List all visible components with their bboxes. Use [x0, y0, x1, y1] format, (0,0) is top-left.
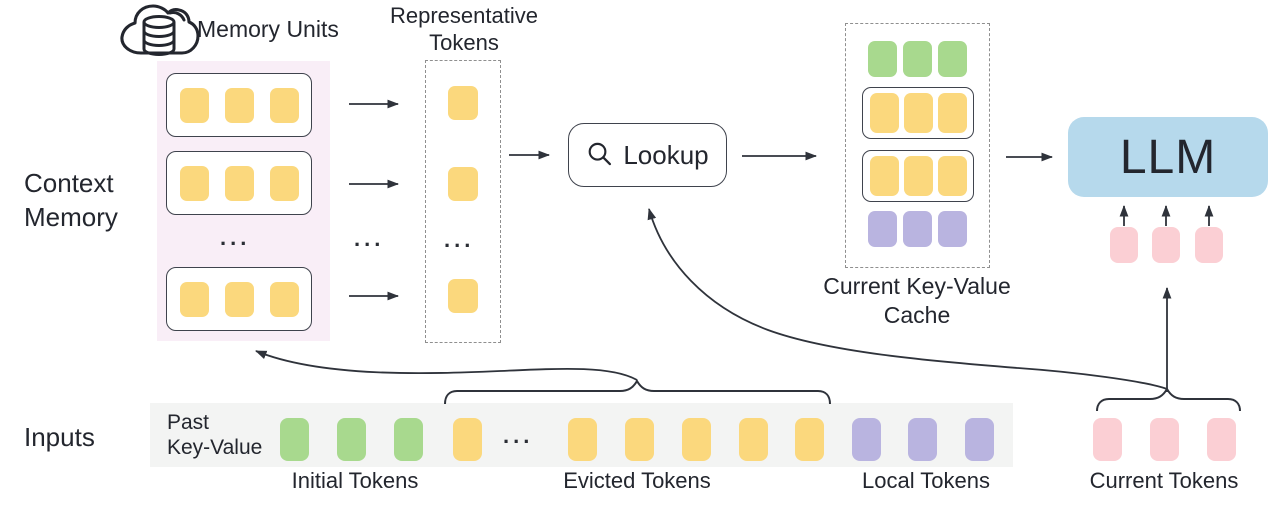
representative-ellipsis: ... [444, 227, 475, 252]
memory-unit [166, 267, 312, 331]
lookup-button: Lookup [568, 123, 727, 187]
evicted-token [568, 418, 597, 461]
memory-token [269, 87, 299, 123]
initial-token [337, 418, 366, 461]
context-memory-panel: ... [157, 61, 330, 341]
llm-input-token [1110, 227, 1138, 263]
representative-token [448, 86, 478, 120]
cache-memory-unit [862, 87, 974, 139]
representative-token [448, 279, 478, 313]
local-token [852, 418, 881, 461]
cache-local-row [868, 211, 967, 247]
current-tokens-label: Current Tokens [1089, 468, 1239, 493]
cache-initial-token [903, 41, 932, 77]
representative-tokens-label: Representative Tokens [390, 3, 538, 56]
cache-memory-token [937, 93, 967, 133]
cache-initial-row [868, 41, 967, 77]
initial-token [280, 418, 309, 461]
llm-box: LLM [1068, 117, 1268, 197]
cache-memory-token [903, 156, 933, 196]
past-key-value-label: Past Key-Value [167, 411, 263, 460]
memory-units-label: Memory Units [197, 16, 339, 42]
memory-token [224, 165, 254, 201]
evicted-token [739, 418, 768, 461]
representative-tokens-box: ... [425, 60, 501, 343]
arrow-evicted-to-memory [255, 350, 638, 381]
current-token [1093, 418, 1122, 461]
representative-token [448, 167, 478, 201]
current-kv-cache-label: Current Key-Value Cache [823, 273, 1011, 329]
evicted-tokens-brace [444, 378, 831, 405]
initial-tokens-label: Initial Tokens [291, 468, 419, 493]
llm-label: LLM [1119, 130, 1217, 184]
memory-unit [166, 73, 312, 137]
inputs-label: Inputs [24, 422, 95, 452]
cache-local-token [903, 211, 932, 247]
evicted-token [795, 418, 824, 461]
memory-token [224, 281, 254, 317]
cache-local-token [938, 211, 967, 247]
current-tokens-brace [1096, 386, 1241, 412]
evicted-token [682, 418, 711, 461]
memory-ellipsis: ... [220, 225, 251, 250]
cache-memory-token [869, 156, 899, 196]
lookup-label: Lookup [623, 139, 709, 170]
context-memory-label: Context Memory [24, 168, 118, 233]
cache-memory-token [903, 93, 933, 133]
local-tokens-label: Local Tokens [861, 468, 990, 493]
cache-initial-token [938, 41, 967, 77]
evicted-token [453, 418, 482, 461]
cache-local-token [868, 211, 897, 247]
local-token [965, 418, 994, 461]
arrows-ellipsis: ... [354, 226, 385, 251]
memory-unit [166, 151, 312, 215]
current-kv-cache-box [845, 23, 990, 268]
evicted-tokens-label: Evicted Tokens [563, 468, 711, 493]
memory-token [179, 87, 209, 123]
memory-token [269, 165, 299, 201]
cache-memory-token [937, 156, 967, 196]
llm-input-token [1152, 227, 1180, 263]
cache-memory-unit [862, 150, 974, 202]
evicted-token [625, 418, 654, 461]
memory-token [179, 281, 209, 317]
cache-memory-token [869, 93, 899, 133]
initial-token [394, 418, 423, 461]
llm-input-token [1195, 227, 1223, 263]
current-token [1207, 418, 1236, 461]
memory-token [179, 165, 209, 201]
strip-ellipsis: ... [503, 423, 534, 448]
search-icon [588, 142, 612, 166]
memory-token [224, 87, 254, 123]
cloud-database-icon [120, 4, 200, 56]
current-token [1150, 418, 1179, 461]
cache-initial-token [868, 41, 897, 77]
local-token [908, 418, 937, 461]
memory-token [269, 281, 299, 317]
